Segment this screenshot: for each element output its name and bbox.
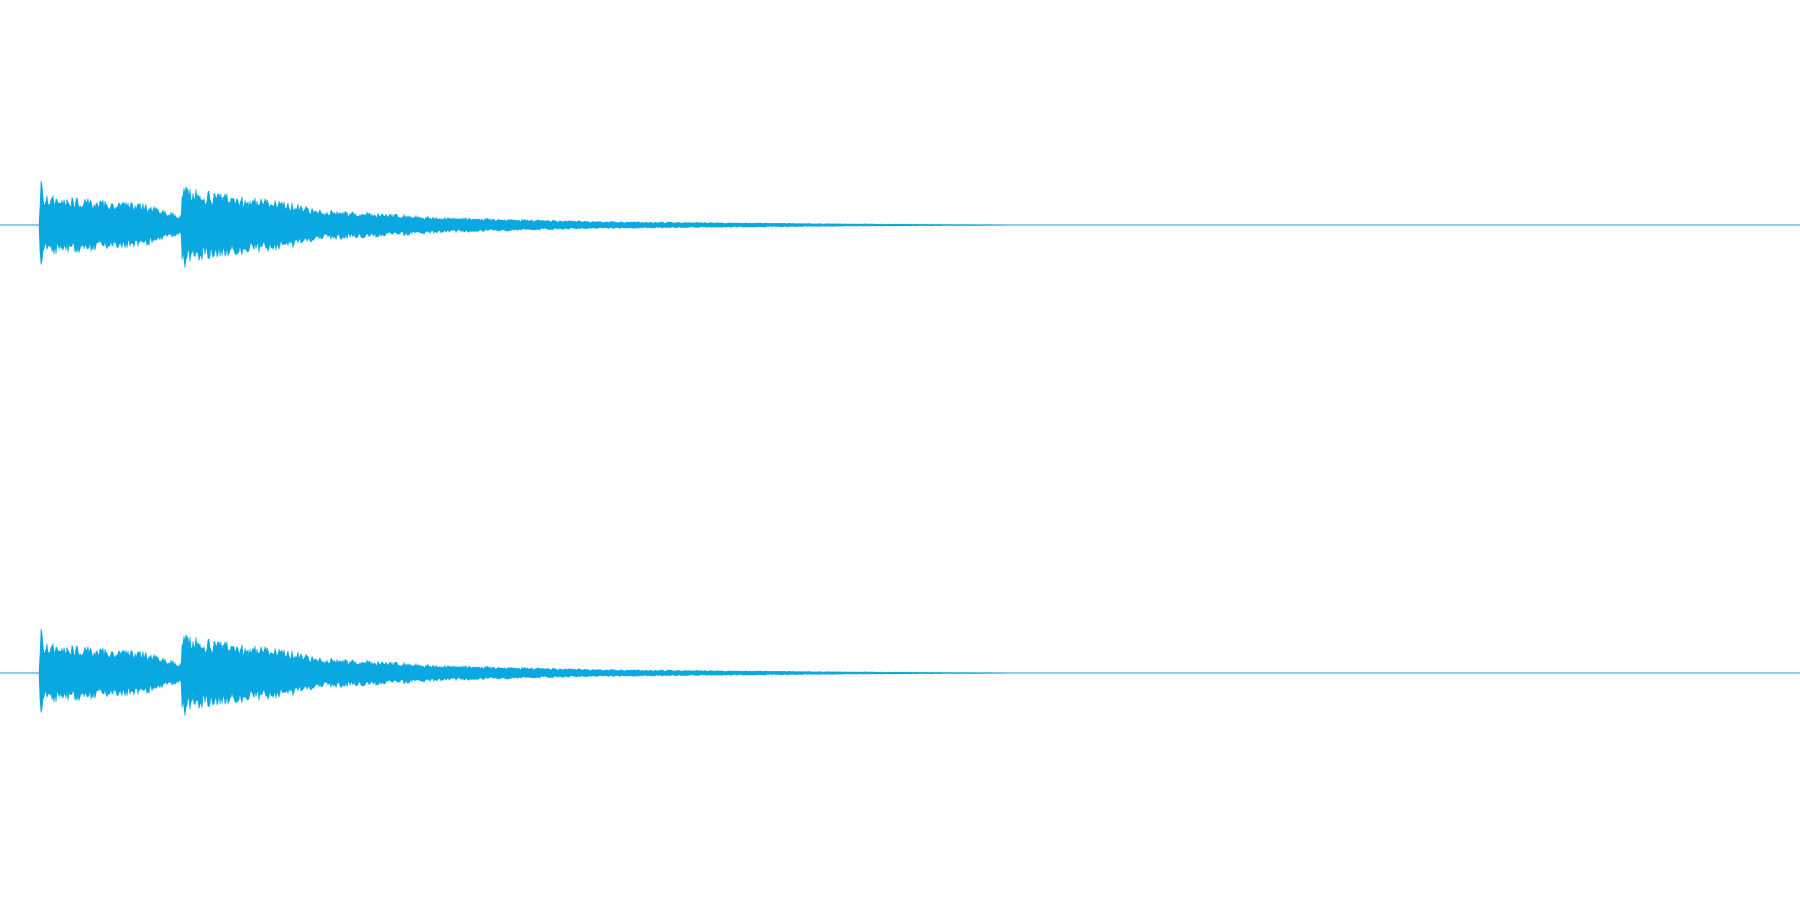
- waveform-channel-2: [0, 628, 1800, 716]
- waveform-body: [38, 180, 1070, 268]
- waveform-channel-1: [0, 180, 1800, 268]
- waveform-body: [38, 628, 1070, 716]
